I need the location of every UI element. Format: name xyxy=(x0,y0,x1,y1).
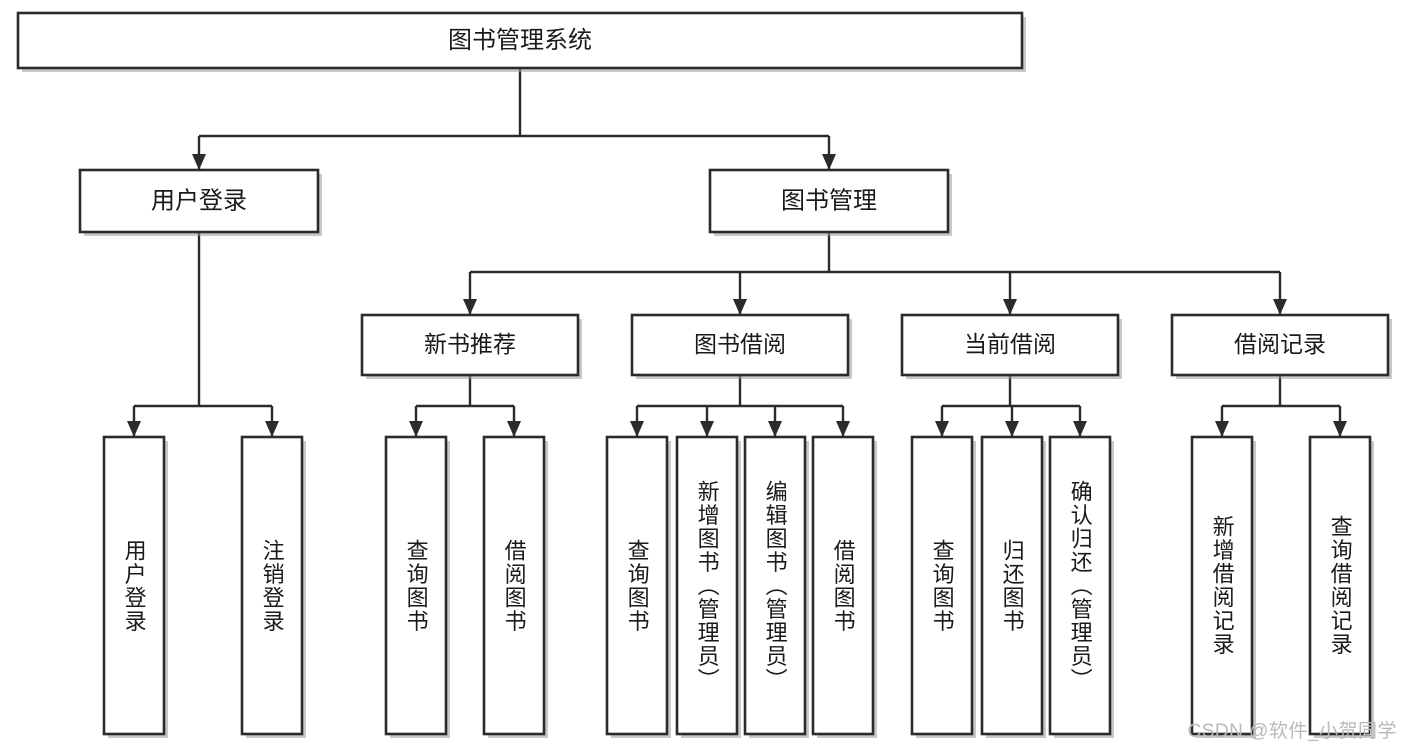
node-leaf-query-borrow-record-box[interactable] xyxy=(1308,435,1372,736)
edge-root-arrow-0 xyxy=(192,154,206,170)
edge-root-arrow-1 xyxy=(822,154,836,170)
node-leaf-borrow-book-box[interactable] xyxy=(811,435,875,736)
node-leaf-confirm-return-admin-box[interactable] xyxy=(1048,435,1112,736)
edge-book-borrow-leaves-arrow-1 xyxy=(700,421,714,437)
edge-borrow-record-leaves-arrow-0 xyxy=(1215,421,1229,437)
node-leaf-logout-box[interactable] xyxy=(240,435,304,736)
edge-book-management-arrow-0 xyxy=(463,299,477,315)
node-borrow-record-box[interactable] xyxy=(1170,313,1390,377)
node-book-management-box[interactable] xyxy=(708,168,950,234)
node-user-login-label: 用户登录 xyxy=(151,187,247,214)
node-borrow-record-label: 借阅记录 xyxy=(1234,331,1326,357)
watermark: CSDN @软件_小贺同学 xyxy=(1187,721,1397,742)
node-book-management-label: 图书管理 xyxy=(781,187,877,214)
node-user-login-box[interactable] xyxy=(78,168,320,234)
node-book-borrow-box[interactable] xyxy=(630,313,850,377)
node-leaf-borrow-book-rec-box[interactable] xyxy=(482,435,546,736)
node-leaf-edit-book-admin-box[interactable] xyxy=(743,435,807,736)
node-current-borrow-box[interactable] xyxy=(900,313,1120,377)
edge-book-borrow-leaves-arrow-0 xyxy=(630,421,644,437)
node-root-label: 图书管理系统 xyxy=(448,27,592,54)
boxes-layer xyxy=(16,11,1392,738)
node-leaf-user-login-box[interactable] xyxy=(102,435,166,736)
edge-book-borrow-leaves-arrow-3 xyxy=(836,421,850,437)
edge-book-management-arrow-2 xyxy=(1003,299,1017,315)
edge-current-borrow-leaves-arrow-0 xyxy=(935,421,949,437)
node-leaf-return-book-box[interactable] xyxy=(980,435,1044,736)
node-current-borrow-label: 当前借阅 xyxy=(964,331,1056,357)
edge-book-management-arrow-3 xyxy=(1273,299,1287,315)
node-leaf-query-book-current-box[interactable] xyxy=(910,435,974,736)
edge-user-login-leaves-arrow-0 xyxy=(127,421,141,437)
node-root-box[interactable] xyxy=(16,11,1024,70)
edge-new-book-recommend-leaves-arrow-0 xyxy=(409,421,423,437)
edges-layer xyxy=(127,68,1347,437)
node-leaf-add-borrow-record-box[interactable] xyxy=(1190,435,1254,736)
node-new-book-recommend-label: 新书推荐 xyxy=(424,331,516,357)
edge-current-borrow-leaves-arrow-1 xyxy=(1005,421,1019,437)
node-leaf-query-book-borrow-box[interactable] xyxy=(605,435,669,736)
node-leaf-query-book-rec-box[interactable] xyxy=(384,435,448,736)
edge-new-book-recommend-leaves-arrow-1 xyxy=(507,421,521,437)
node-book-borrow-label: 图书借阅 xyxy=(694,331,786,357)
node-leaf-add-book-admin-box[interactable] xyxy=(675,435,739,736)
edge-user-login-leaves-arrow-1 xyxy=(265,421,279,437)
edge-borrow-record-leaves-arrow-1 xyxy=(1333,421,1347,437)
edge-book-borrow-leaves-arrow-2 xyxy=(768,421,782,437)
edge-current-borrow-leaves-arrow-2 xyxy=(1073,421,1087,437)
node-new-book-recommend-box[interactable] xyxy=(360,313,580,377)
edge-book-management-arrow-1 xyxy=(733,299,747,315)
